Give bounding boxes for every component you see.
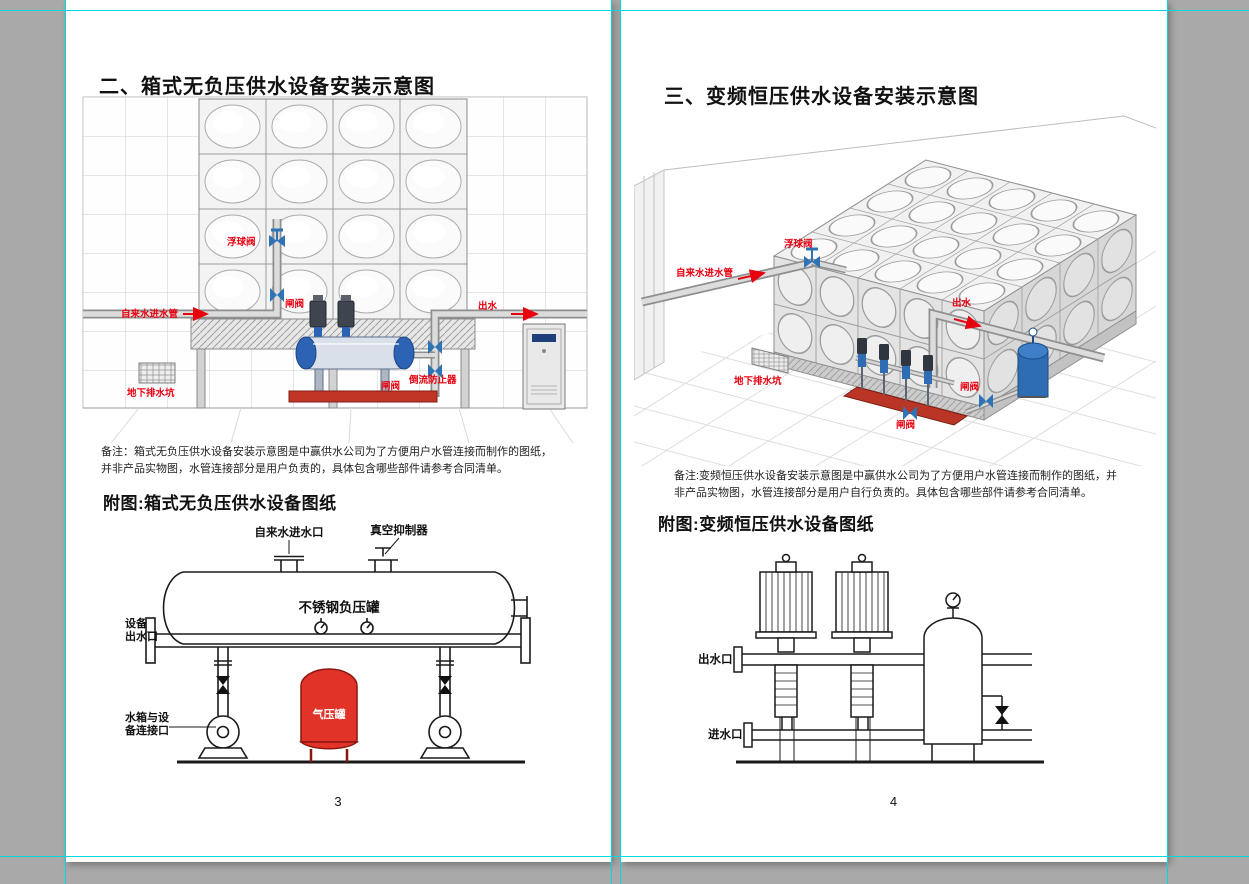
guide-vertical-2[interactable] <box>611 0 612 884</box>
stainless-water-tank <box>190 98 476 409</box>
label-air-tank: 气压罐 <box>312 707 346 721</box>
label-gate-valve-1: 闸阀 <box>896 419 915 431</box>
valve-icons <box>995 706 1009 724</box>
label-gate-valve: 闸阀 <box>285 298 304 310</box>
label-tank-connect-1: 水箱与设 <box>125 710 170 724</box>
label-inlet-pipe: 自来水进水管 <box>121 308 179 320</box>
guide-vertical-3[interactable] <box>620 0 621 884</box>
label-inlet-pipe: 自来水进水管 <box>676 267 734 279</box>
note-line-1: 备注:变频恒压供水设备安装示意图是中赢供水公司为了方便用户水管连接而制作的图纸，… <box>674 470 1118 482</box>
vacuum-vessel-outline <box>145 537 531 764</box>
installation-diagram-box-type: 自来水进水管 浮球阀 闸阀 出水 地下排水坑 闸阀 倒流防止器 <box>82 96 588 444</box>
drain-pit-grate <box>751 347 789 374</box>
installation-diagram-vfd: 自来水进水管 浮球阀 出水 地下排水坑 闸阀 闸阀 <box>634 115 1156 466</box>
guide-horizontal-bottom[interactable] <box>0 856 1249 857</box>
check-valve-icons <box>216 676 452 694</box>
label-gate-valve-2: 闸阀 <box>960 381 979 393</box>
note-text-right: 备注:变频恒压供水设备安装示意图是中赢供水公司为了方便用户水管连接而制作的图纸，… <box>674 468 1117 502</box>
guide-vertical-1[interactable] <box>65 0 66 884</box>
equipment-drawing-box-type: 自来水进水口 真空抑制器 不锈钢负压罐 设备 出水口 水箱与设 备连接口 气压罐 <box>124 523 531 764</box>
pump-2 <box>879 344 889 395</box>
label-inlet-port: 进水口 <box>708 727 743 741</box>
pressure-tank-blue <box>965 327 1049 415</box>
label-float-valve: 浮球阀 <box>784 238 813 250</box>
label-backflow-preventer: 倒流防止器 <box>408 374 457 386</box>
note-line-2: 并非产品实物图，水管连接部分是用户负责的，具体包含哪些部件请参考合同清单。 <box>101 463 508 475</box>
pumps-outline <box>733 553 1044 764</box>
control-cabinet <box>522 323 566 410</box>
label-tank-connect-2: 备连接口 <box>124 723 169 737</box>
inlet-pipe <box>83 219 282 319</box>
flow-arrows <box>737 269 982 330</box>
document-page-left: 二、箱式无负压供水设备安装示意图 <box>65 0 611 862</box>
page-number-left: 3 <box>334 794 342 809</box>
section-heading-right: 三、变频恒压供水设备安装示意图 <box>664 86 979 108</box>
label-tap-inlet: 自来水进水口 <box>255 525 324 539</box>
label-equip-outlet-1: 设备 <box>125 616 148 630</box>
room-walls <box>634 115 1156 381</box>
label-vacuum-tank: 不锈钢负压罐 <box>299 599 380 615</box>
guide-horizontal-top[interactable] <box>0 10 1249 11</box>
water-tank-isometric <box>774 160 1136 420</box>
guide-vertical-4[interactable] <box>1167 0 1168 884</box>
label-outlet: 出水 <box>952 297 972 309</box>
note-text-left: 备注：箱式无负压供水设备安装示意图是中赢供水公司为了方便用户水管连接而制作的图纸… <box>101 444 552 478</box>
label-drain-pit: 地下排水坑 <box>127 387 175 399</box>
label-outlet-port: 出水口 <box>698 652 733 666</box>
float-valve-icon <box>269 228 285 247</box>
document-page-right: 三、变频恒压供水设备安装示意图 <box>620 0 1167 862</box>
note-line-2: 非产品实物图，水管连接部分是用户自行负责的。具体包含哪些部件请参考合同清单。 <box>674 487 1092 499</box>
pump-3 <box>901 350 911 401</box>
pump-skid <box>288 295 438 403</box>
label-equip-outlet-2: 出水口 <box>125 629 158 643</box>
label-gate-valve-2: 闸阀 <box>381 380 400 392</box>
label-outlet: 出水 <box>478 300 498 312</box>
gate-valve-icon <box>270 288 284 302</box>
equipment-drawing-vfd: 出水口 进水口 <box>698 553 1044 764</box>
label-vacuum-suppressor: 真空抑制器 <box>370 523 428 537</box>
label-drain-pit: 地下排水坑 <box>734 375 782 387</box>
attachment-heading-left: 附图:箱式无负压供水设备图纸 <box>103 494 337 513</box>
pump-1 <box>857 338 867 389</box>
riser-valve-icons <box>428 340 442 378</box>
gate-valve-icons <box>903 394 993 420</box>
note-line-1: 备注：箱式无负压供水设备安装示意图是中赢供水公司为了方便用户水管连接而制作的图纸… <box>101 446 552 458</box>
attachment-heading-right: 附图:变频恒压供水设备图纸 <box>658 515 875 534</box>
page-number-right: 4 <box>889 794 898 809</box>
drain-pit-grate <box>138 362 176 384</box>
pump-group <box>842 338 969 426</box>
pump-4 <box>923 355 933 406</box>
label-float-valve: 浮球阀 <box>227 236 256 248</box>
section-heading-left: 二、箱式无负压供水设备安装示意图 <box>99 76 435 98</box>
float-valve-icon <box>804 247 820 268</box>
air-pressure-tank <box>299 668 359 762</box>
